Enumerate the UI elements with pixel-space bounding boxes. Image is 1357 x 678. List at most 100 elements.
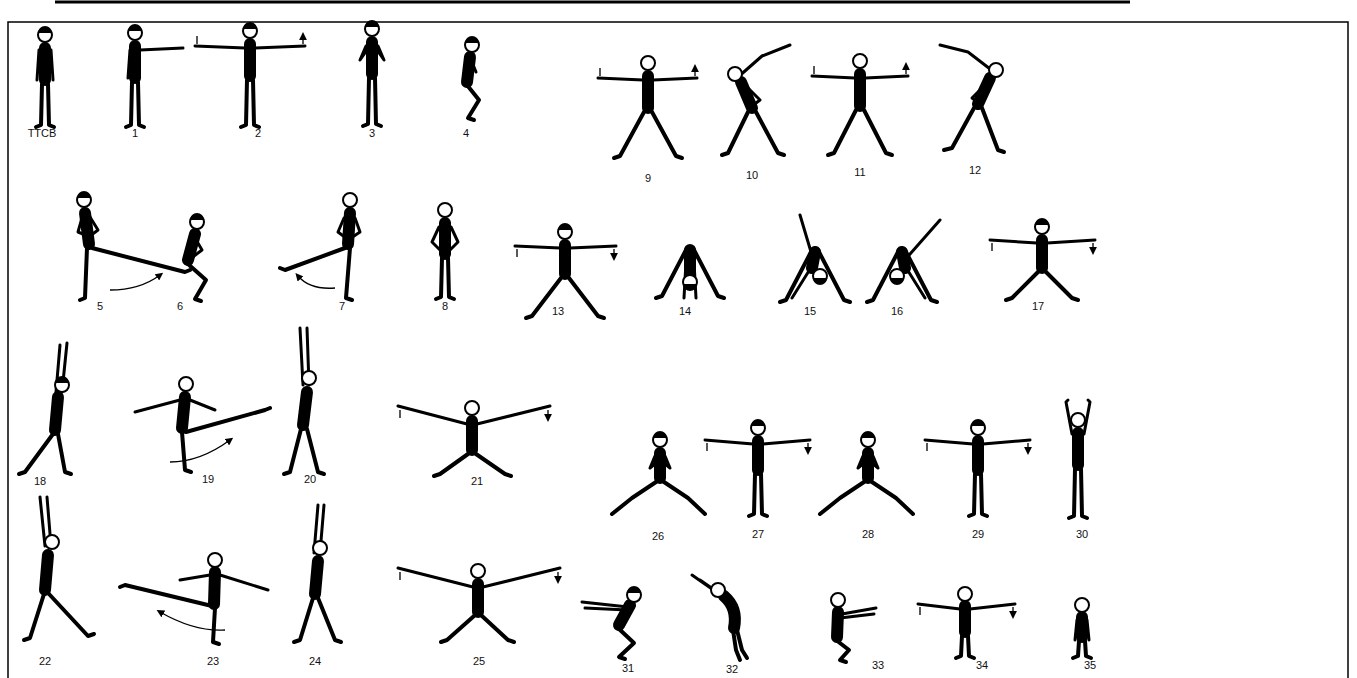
figure-part <box>338 218 360 238</box>
figure-part <box>348 213 350 244</box>
figure-number: 31 <box>622 662 634 674</box>
figure-part <box>650 456 670 468</box>
figure <box>398 564 560 642</box>
figure-part <box>683 284 697 291</box>
figure <box>36 26 54 127</box>
figure-part <box>920 607 1013 615</box>
figure-part <box>707 443 808 451</box>
figure-part <box>303 392 307 425</box>
figure-part <box>940 45 994 104</box>
figure-number: 28 <box>862 528 874 540</box>
figure-part <box>858 456 878 468</box>
figure-number: 18 <box>34 475 46 487</box>
figure-number: 12 <box>969 164 981 176</box>
figure <box>598 56 697 158</box>
figure-number: 5 <box>97 300 103 312</box>
figure-part <box>160 612 225 630</box>
figure-part <box>1071 413 1085 427</box>
figure-part <box>711 583 725 597</box>
figure-number: 9 <box>645 172 651 184</box>
figure-part <box>438 203 452 217</box>
figure-number: TTCB <box>28 127 57 139</box>
figure-part <box>813 278 827 285</box>
figure-number: 21 <box>471 475 483 487</box>
figure-part <box>641 56 655 70</box>
figure <box>432 203 458 299</box>
figure <box>19 343 71 474</box>
figure <box>867 220 940 302</box>
figure-part <box>135 400 215 412</box>
figure-part <box>1073 641 1091 658</box>
figure-number: 29 <box>972 528 984 540</box>
figure-number: 15 <box>804 305 816 317</box>
figure-part <box>363 78 381 126</box>
figure-part <box>692 575 726 598</box>
figure-part <box>526 278 604 318</box>
figure-part <box>780 250 850 302</box>
figure-number: 26 <box>652 530 664 542</box>
figure-part <box>958 587 972 601</box>
figure-part <box>627 586 641 593</box>
figure <box>925 419 1030 516</box>
figure-part <box>365 20 379 27</box>
figure-part <box>867 250 937 302</box>
figure-part <box>582 602 628 610</box>
figure-number: 25 <box>473 655 485 667</box>
figure <box>24 497 94 640</box>
figure-part <box>515 246 616 248</box>
figure-part <box>441 616 514 642</box>
figure-part <box>39 48 51 80</box>
figure-number: 23 <box>207 655 219 667</box>
figure-part <box>195 46 305 48</box>
figure-part <box>749 474 767 516</box>
figure-part <box>1006 272 1078 300</box>
frame <box>8 22 1348 678</box>
figure <box>820 431 913 514</box>
figure <box>398 401 550 476</box>
figure-part <box>298 276 335 288</box>
figure-part <box>126 82 144 127</box>
figure <box>515 223 616 318</box>
figure-part <box>733 630 747 660</box>
figure-part <box>284 429 324 474</box>
figure-part <box>208 553 222 567</box>
figure <box>990 218 1095 300</box>
figure-part <box>840 608 876 618</box>
figure <box>294 505 341 642</box>
figure-part <box>741 82 752 108</box>
figure-part <box>120 585 219 644</box>
figure-part <box>820 482 913 514</box>
figure-part <box>315 561 318 594</box>
figure-number: 22 <box>39 655 51 667</box>
figure-part <box>467 85 479 120</box>
figure-part <box>971 419 985 426</box>
figure <box>195 22 305 127</box>
figure-part <box>1066 400 1090 434</box>
figure-part <box>737 45 790 106</box>
figure-number: 32 <box>726 663 738 675</box>
figure-part <box>559 245 571 274</box>
figure-part <box>243 22 257 29</box>
figure-part <box>194 238 202 256</box>
figure-part <box>180 575 268 590</box>
figure-number: 30 <box>1076 528 1088 540</box>
figure-number: 13 <box>552 305 564 317</box>
figure <box>77 191 190 300</box>
figure-part <box>925 440 1030 444</box>
figure <box>126 24 183 127</box>
figure-part <box>918 604 1015 609</box>
figure-part <box>853 54 867 68</box>
figure-part <box>992 243 1093 251</box>
figure-part <box>1075 620 1089 640</box>
figure-part <box>80 248 190 300</box>
figure-part <box>128 24 142 31</box>
figure-part <box>752 441 764 470</box>
figure <box>135 377 270 472</box>
figure-number: 8 <box>442 300 448 312</box>
figure-number: 6 <box>177 300 183 312</box>
figure-number: 14 <box>679 305 691 317</box>
figure-part <box>182 408 270 472</box>
figure-part <box>656 248 724 298</box>
figure <box>1066 400 1090 518</box>
